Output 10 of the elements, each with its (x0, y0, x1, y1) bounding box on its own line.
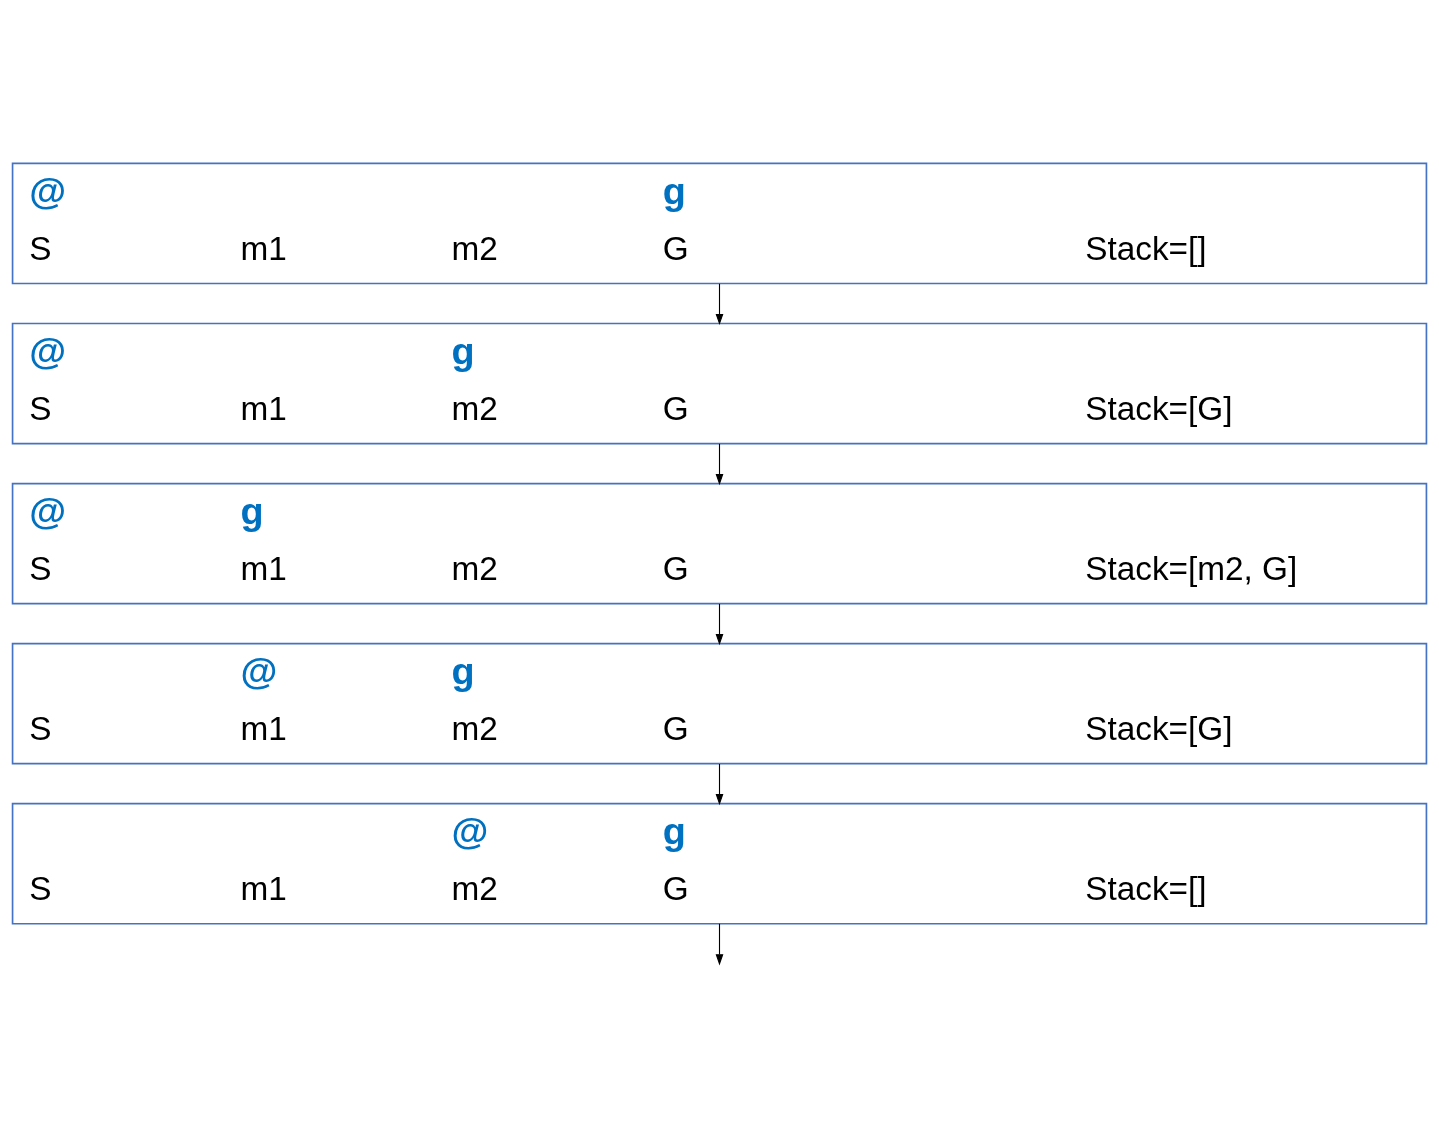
arrow (715, 763, 724, 806)
node-box: @ g S m1 m2 G Stack=[] (11, 162, 1428, 285)
arrow (715, 443, 724, 486)
arrow (715, 283, 724, 326)
arrow (715, 603, 724, 646)
arrow (715, 923, 724, 966)
node-box: @ g S m1 m2 G Stack=[m2, G] (11, 482, 1428, 605)
node-box: @ g S m1 m2 G Stack=[] (11, 802, 1428, 925)
node-box: @ g S m1 m2 G Stack=[G] (11, 642, 1428, 765)
node-box: @ g S m1 m2 G Stack=[G] (11, 322, 1428, 445)
